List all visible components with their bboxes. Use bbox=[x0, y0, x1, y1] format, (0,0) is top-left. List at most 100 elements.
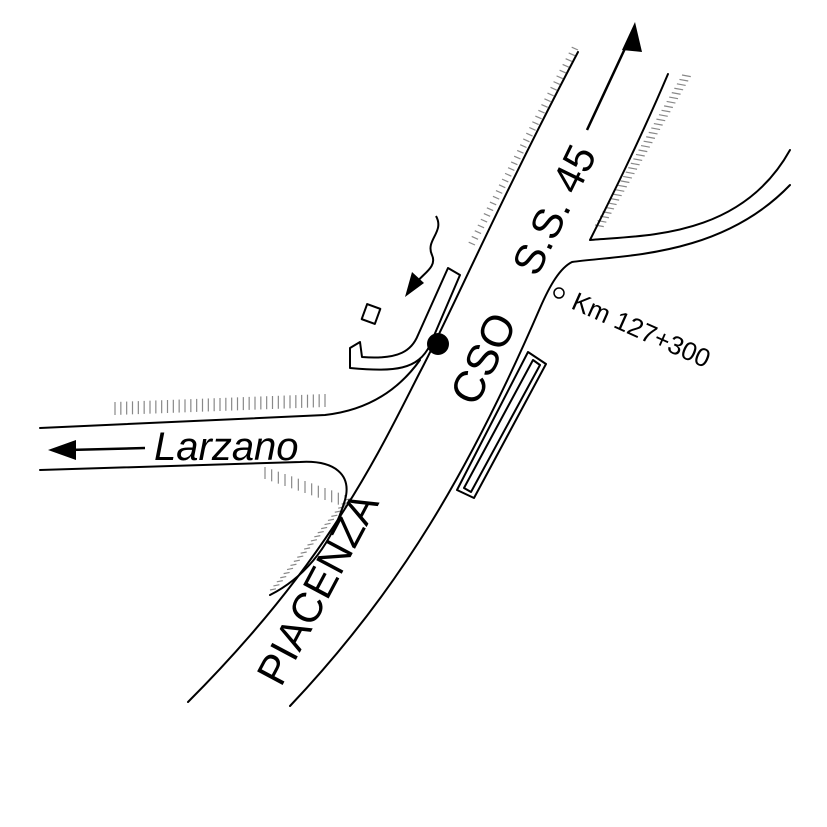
embankment-tick bbox=[612, 193, 622, 197]
kilometer-point-icon bbox=[553, 287, 565, 299]
embankment-tick bbox=[286, 567, 294, 571]
embankment-tick bbox=[547, 92, 555, 97]
embankment-tick bbox=[307, 543, 314, 546]
main-road-left-edge bbox=[187, 51, 579, 703]
embankment-tick bbox=[303, 547, 311, 550]
embankment-tick bbox=[541, 104, 548, 108]
embankment-tick bbox=[477, 224, 485, 229]
embankment-tick bbox=[571, 46, 579, 51]
embankment-tick bbox=[471, 235, 479, 240]
embankment-tick bbox=[658, 114, 668, 117]
side-road-lower-edge bbox=[39, 460, 348, 596]
embankment-tick bbox=[640, 144, 650, 148]
embankment-tick bbox=[638, 149, 648, 153]
embankment-tick bbox=[550, 86, 558, 91]
embankment-tick bbox=[486, 207, 494, 212]
kilometer-marker-label: Km 127+300 bbox=[568, 286, 716, 374]
embankment-tick bbox=[492, 195, 500, 200]
embankment-tick bbox=[674, 87, 684, 91]
embankment-tick bbox=[663, 105, 673, 109]
embankment-tick bbox=[669, 96, 679, 100]
embankment-tick bbox=[556, 75, 564, 80]
embankment-tick bbox=[625, 171, 635, 175]
embankment-tick bbox=[653, 122, 663, 126]
embankment-tick bbox=[532, 121, 539, 126]
direction-arrow-icon bbox=[585, 22, 642, 131]
larzano-arrow-icon bbox=[48, 440, 146, 460]
embankment-tick bbox=[480, 218, 488, 223]
embankment-tick bbox=[290, 563, 297, 567]
embankment-tick bbox=[610, 197, 620, 201]
embankment-tick bbox=[522, 138, 530, 143]
embankment-tick bbox=[526, 132, 533, 137]
embankment-tick bbox=[513, 155, 521, 160]
embankment-tick bbox=[643, 140, 653, 144]
embankment-tick bbox=[510, 161, 518, 166]
embankment-tick bbox=[676, 83, 686, 87]
embankment-tick bbox=[681, 74, 691, 78]
embankment-tick bbox=[321, 526, 328, 530]
side-road-upper-edge bbox=[39, 359, 421, 429]
branch-road-upper-edge bbox=[589, 73, 791, 241]
embankment-tick bbox=[679, 78, 689, 82]
embankment-tick bbox=[615, 189, 625, 192]
embankment-tick bbox=[273, 584, 280, 587]
embankment-tick bbox=[553, 81, 561, 85]
embankment-tick bbox=[483, 212, 491, 217]
embankment-tick bbox=[568, 52, 576, 57]
embankment-tick bbox=[317, 530, 324, 534]
street-lower-label: PIACENZA bbox=[247, 485, 387, 693]
embankment-tick bbox=[628, 167, 638, 170]
embankment-tick bbox=[501, 178, 509, 183]
embankment-tick bbox=[529, 126, 536, 131]
embankment-tick bbox=[656, 118, 666, 122]
embankment-tick bbox=[617, 184, 627, 188]
embankment-tick bbox=[562, 63, 570, 68]
embankment-tick bbox=[630, 162, 640, 166]
embankment-tick bbox=[538, 109, 545, 114]
embankment-tick bbox=[661, 109, 671, 113]
embankment-tick bbox=[280, 575, 287, 579]
embankment-tick bbox=[276, 580, 283, 583]
embankment-tick bbox=[310, 539, 318, 542]
embankment-tick bbox=[300, 551, 307, 554]
embankment-tick bbox=[666, 100, 676, 104]
embankment-tick bbox=[559, 69, 567, 74]
embankment-tick bbox=[635, 153, 645, 157]
embankment-tick bbox=[297, 555, 304, 558]
embankment-tick bbox=[468, 241, 476, 246]
embankment-tick bbox=[620, 180, 630, 184]
embankment-tick bbox=[498, 184, 506, 189]
embankment-tick bbox=[633, 158, 643, 162]
embankment-tick bbox=[535, 115, 542, 120]
embankment-tick bbox=[495, 190, 503, 194]
parking-lot-outline bbox=[349, 267, 461, 371]
main-road-right-edge bbox=[289, 184, 791, 707]
embankment-tick bbox=[651, 127, 661, 131]
embankment-tick bbox=[283, 571, 290, 575]
embankment-tick bbox=[646, 136, 656, 139]
location-marker-icon bbox=[427, 333, 449, 355]
embankment-tick bbox=[648, 131, 658, 135]
embankment-tick bbox=[565, 58, 573, 63]
embankment-tick bbox=[504, 172, 512, 177]
embankment-tick bbox=[314, 535, 321, 538]
embankment-tick bbox=[544, 98, 551, 103]
embankment-tick bbox=[327, 518, 335, 522]
embankment-tick bbox=[324, 522, 331, 526]
embankment-tick bbox=[331, 514, 338, 517]
embankment-tick bbox=[334, 510, 341, 513]
traffic-island bbox=[456, 351, 547, 499]
embankment-tick bbox=[519, 144, 527, 149]
approach-arrow-icon bbox=[405, 215, 440, 297]
embankment-tick bbox=[516, 149, 524, 154]
embankment-tick bbox=[293, 559, 300, 562]
embankment-tick bbox=[507, 167, 515, 171]
embankment-tick bbox=[489, 201, 497, 206]
side-road-label: Larzano bbox=[154, 425, 299, 469]
embankment-tick bbox=[671, 92, 681, 95]
embankment-tick bbox=[474, 230, 482, 235]
small-building bbox=[360, 303, 382, 325]
embankment-tick bbox=[269, 588, 277, 591]
